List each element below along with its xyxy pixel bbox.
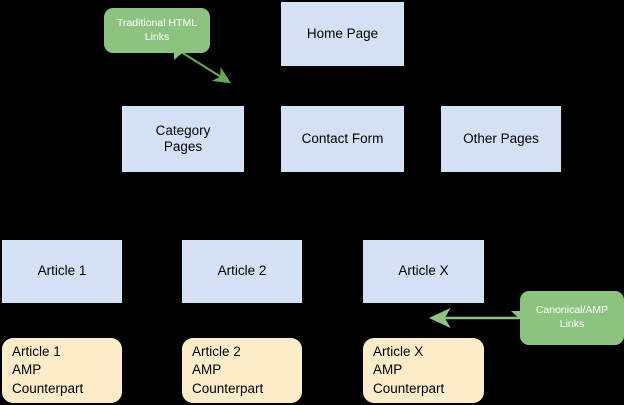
node-article-2-amp-line2: AMP bbox=[192, 362, 222, 378]
callout-traditional-html-links-line1: Traditional HTML bbox=[116, 16, 198, 29]
callout-canonical-amp-links-line2: Links bbox=[559, 318, 585, 330]
node-article-x-amp-line2: AMP bbox=[373, 362, 403, 378]
node-article-2-amp-line3: Counterpart bbox=[192, 380, 264, 396]
callout-traditional-html-links[interactable]: Traditional HTML Links bbox=[104, 8, 210, 53]
node-category-pages-label-line2: Pages bbox=[163, 139, 203, 154]
node-other-pages-label: Other Pages bbox=[463, 130, 539, 146]
node-category-pages-label: Category Pages bbox=[156, 123, 211, 156]
node-article-x[interactable]: Article X bbox=[363, 240, 484, 303]
node-article-x-amp-label: Article X AMP Counterpart bbox=[373, 343, 444, 399]
node-home-page[interactable]: Home Page bbox=[281, 2, 404, 66]
node-article-x-amp[interactable]: Article X AMP Counterpart bbox=[363, 338, 484, 403]
node-article-1-amp-label: Article 1 AMP Counterpart bbox=[12, 343, 83, 399]
node-article-x-label: Article X bbox=[398, 263, 449, 279]
node-article-1-label: Article 1 bbox=[37, 263, 87, 279]
node-article-x-amp-line3: Counterpart bbox=[373, 380, 445, 396]
node-contact-form-label: Contact Form bbox=[301, 130, 384, 146]
node-article-1-amp-line1: Article 1 bbox=[12, 343, 61, 359]
node-article-1-amp[interactable]: Article 1 AMP Counterpart bbox=[2, 338, 122, 403]
node-category-pages[interactable]: Category Pages bbox=[122, 106, 244, 172]
callout-canonical-amp-links[interactable]: Canonical/AMP Links bbox=[520, 291, 624, 345]
canonical-amp-links-callout-tail bbox=[511, 311, 522, 321]
node-article-2-amp[interactable]: Article 2 AMP Counterpart bbox=[182, 338, 302, 403]
node-other-pages[interactable]: Other Pages bbox=[441, 106, 561, 172]
node-article-1-amp-line2: AMP bbox=[12, 362, 42, 378]
node-contact-form[interactable]: Contact Form bbox=[281, 106, 404, 172]
callout-traditional-html-links-label: Traditional HTML Links bbox=[117, 17, 197, 44]
node-category-pages-label-line1: Category bbox=[155, 122, 211, 138]
node-article-x-amp-line1: Article X bbox=[373, 343, 424, 359]
callout-canonical-amp-links-label: Canonical/AMP Links bbox=[536, 304, 608, 331]
callout-canonical-amp-links-line1: Canonical/AMP bbox=[535, 304, 609, 317]
node-article-1-amp-line3: Counterpart bbox=[12, 380, 84, 396]
node-article-2-label: Article 2 bbox=[217, 263, 267, 279]
node-article-2-amp-label: Article 2 AMP Counterpart bbox=[192, 343, 263, 399]
callout-traditional-html-links-line2: Links bbox=[144, 30, 170, 43]
node-article-2[interactable]: Article 2 bbox=[182, 240, 302, 303]
node-article-1[interactable]: Article 1 bbox=[2, 240, 122, 303]
node-article-2-amp-line1: Article 2 bbox=[192, 343, 241, 359]
node-home-page-label: Home Page bbox=[306, 25, 379, 41]
